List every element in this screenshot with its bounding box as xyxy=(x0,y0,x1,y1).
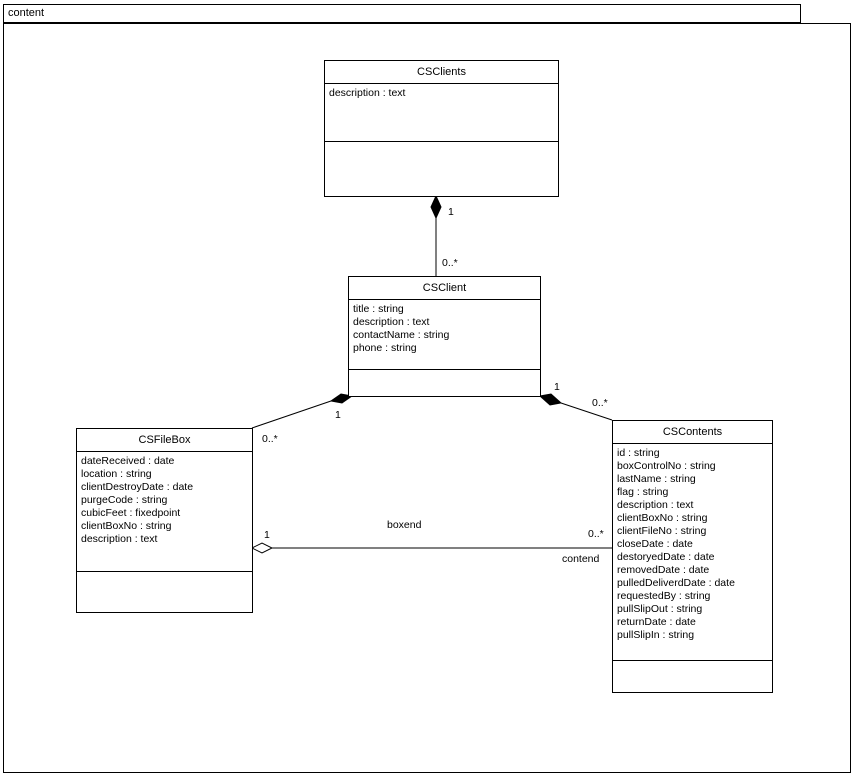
attribute: dateReceived : date xyxy=(81,455,175,467)
attribute: description : text xyxy=(81,533,158,545)
attribute: clientBoxNo : string xyxy=(81,520,172,532)
attribute: title : string xyxy=(353,303,404,315)
class-name: CSFileBox xyxy=(77,429,252,452)
association-name-boxend: boxend xyxy=(387,519,422,531)
composition-diamond-clients xyxy=(430,194,442,220)
attribute: description : text xyxy=(353,316,430,328)
attribute: description : text xyxy=(617,499,694,511)
multiplicity-client-contents-1: 1 xyxy=(554,381,560,393)
attribute: purgeCode : string xyxy=(81,494,168,506)
multiplicity-client-many: 0..* xyxy=(442,257,458,269)
attribute: destoryedDate : date xyxy=(617,551,715,563)
composition-diamond-contents xyxy=(538,393,563,406)
operation-compartment xyxy=(349,370,540,396)
class-csfilebox[interactable]: CSFileBox dateReceived : date location :… xyxy=(76,428,253,613)
aggregation-diamond-filebox xyxy=(250,542,274,554)
attribute: pulledDeliverdDate : date xyxy=(617,577,735,589)
operation-compartment xyxy=(325,142,558,196)
attribute: clientDestroyDate : date xyxy=(81,481,194,493)
attribute-list: description : text xyxy=(325,84,558,142)
attribute-list: id : string boxControlNo : string lastNa… xyxy=(613,444,772,661)
class-csclient[interactable]: CSClient title : string description : te… xyxy=(348,276,541,397)
attribute: location : string xyxy=(81,468,152,480)
attribute: clientBoxNo : string xyxy=(617,512,708,524)
class-csclients[interactable]: CSClients description : text xyxy=(324,60,559,197)
attribute: contactName : string xyxy=(353,329,450,341)
attribute-list: dateReceived : date location : string cl… xyxy=(77,452,252,572)
class-name: CSContents xyxy=(613,421,772,444)
attribute: lastName : string xyxy=(617,473,696,485)
attribute: returnDate : date xyxy=(617,616,696,628)
package-name: content xyxy=(8,7,45,19)
attribute: flag : string xyxy=(617,486,669,498)
multiplicity-filebox-many: 0..* xyxy=(262,433,278,445)
multiplicity-client-filebox-1: 1 xyxy=(335,409,341,421)
attribute: pullSlipOut : string xyxy=(617,603,703,615)
edge-client-filebox xyxy=(251,400,332,429)
attribute: removedDate : date xyxy=(617,564,710,576)
attribute: requestedBy : string xyxy=(617,590,711,602)
attribute: id : string xyxy=(617,447,660,459)
multiplicity-contents-many: 0..* xyxy=(592,397,608,409)
attribute-list: title : string description : text contac… xyxy=(349,300,540,370)
multiplicity-clients-1: 1 xyxy=(448,206,454,218)
attribute: closeDate : date xyxy=(617,538,693,550)
attribute: clientFileNo : string xyxy=(617,525,707,537)
role-contend: contend xyxy=(562,553,600,565)
attribute: pullSlipIn : string xyxy=(617,629,695,641)
attribute: phone : string xyxy=(353,342,417,354)
package-tab: content xyxy=(3,4,801,23)
class-name: CSClients xyxy=(325,61,558,84)
edge-client-contents xyxy=(560,402,613,421)
operation-compartment xyxy=(613,661,772,692)
class-cscontents[interactable]: CSContents id : string boxControlNo : st… xyxy=(612,420,773,693)
class-name: CSClient xyxy=(349,277,540,300)
attribute: cubicFeet : fixedpoint xyxy=(81,507,181,519)
multiplicity-filebox-aggr-1: 1 xyxy=(264,529,270,541)
attribute: description : text xyxy=(329,87,406,99)
composition-diamond-filebox xyxy=(329,393,354,404)
operation-compartment xyxy=(77,572,252,612)
attribute: boxControlNo : string xyxy=(617,460,716,472)
multiplicity-contents-aggr-many: 0..* xyxy=(588,528,604,540)
